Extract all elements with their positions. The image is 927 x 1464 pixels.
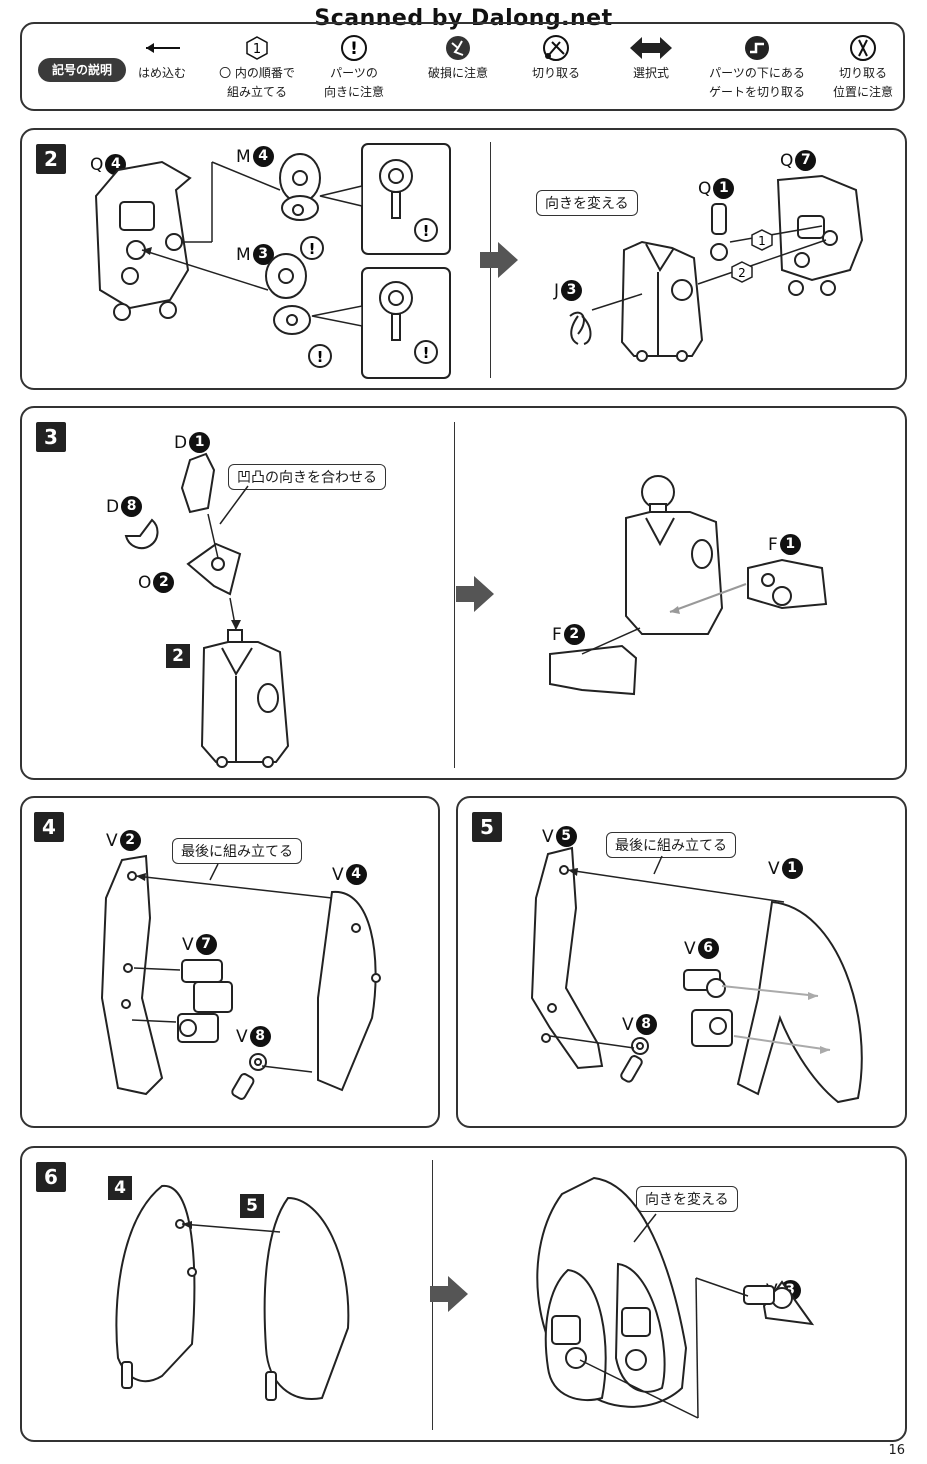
legend-item-order: 1 〇 内の順番で 組み立てる bbox=[202, 32, 312, 102]
hexagon-number-icon: 1 2 bbox=[731, 229, 773, 283]
legend-label: はめ込む bbox=[137, 66, 186, 80]
step-5-illustration bbox=[530, 846, 863, 1104]
legend-label: 選択式 bbox=[632, 66, 669, 80]
hexagon-number-icon: 1 bbox=[246, 36, 268, 60]
step-number: 2 bbox=[36, 144, 66, 174]
legend-label: パーツの 向きに注意 bbox=[323, 66, 384, 99]
legend-label: 切り取る 位置に注意 bbox=[832, 66, 893, 99]
step-reference: 4 bbox=[108, 1176, 132, 1200]
step-number: 4 bbox=[34, 812, 64, 842]
legend-item-breakage: 破損に注意 bbox=[418, 32, 498, 83]
svg-text:!: ! bbox=[350, 39, 358, 59]
flow-arrow-icon bbox=[456, 576, 494, 612]
callout-assemble-last: 最後に組み立てる bbox=[172, 838, 302, 864]
legend-item-cut: 切り取る bbox=[518, 32, 594, 83]
svg-text:1: 1 bbox=[758, 234, 766, 248]
svg-text:1: 1 bbox=[253, 42, 261, 57]
watermark: Scanned by Dalong.net bbox=[314, 6, 613, 31]
legend-item-insert: はめ込む bbox=[130, 32, 194, 83]
legend-label: 切り取る bbox=[531, 66, 580, 80]
symbol-legend: 記号の説明 はめ込む 1 〇 内の順番で 組み立てる ! パーツの 向きに注意 … bbox=[20, 22, 905, 111]
step-number: 6 bbox=[36, 1162, 66, 1192]
legend-item-orientation: ! パーツの 向きに注意 bbox=[314, 32, 394, 102]
callout-change-direction: 向きを変える bbox=[536, 190, 638, 216]
broken-part-icon bbox=[446, 36, 470, 60]
step-reference: 2 bbox=[166, 644, 190, 668]
step-4-illustration bbox=[100, 854, 381, 1100]
double-arrow-icon bbox=[630, 37, 672, 59]
callout-assemble-last: 最後に組み立てる bbox=[606, 832, 736, 858]
flow-arrow-icon bbox=[480, 242, 518, 278]
svg-text:!: ! bbox=[423, 344, 430, 362]
legend-label: 〇 内の順番で 組み立てる bbox=[219, 66, 295, 99]
legend-item-cut-position: 切り取る 位置に注意 bbox=[822, 32, 904, 102]
exclamation-icon: ! bbox=[341, 35, 367, 61]
legend-title: 記号の説明 bbox=[38, 58, 126, 82]
step-reference: 5 bbox=[240, 1194, 264, 1218]
legend-item-select: 選択式 bbox=[618, 32, 684, 83]
step-3-illustration bbox=[124, 452, 828, 768]
step-number: 3 bbox=[36, 422, 66, 452]
cut-icon bbox=[543, 35, 569, 61]
legend-label: 破損に注意 bbox=[427, 66, 488, 80]
step-2-illustration: ! ! ! ! bbox=[94, 143, 864, 379]
step-6-illustration bbox=[115, 1176, 815, 1419]
gate-cut-icon bbox=[745, 36, 769, 60]
page-number: 16 bbox=[888, 1443, 905, 1458]
svg-text:!: ! bbox=[317, 348, 324, 366]
callout-change-direction: 向きを変える bbox=[636, 1186, 738, 1212]
exclamation-icon: ! ! ! ! bbox=[300, 218, 438, 368]
step-6-panel: 6 4 5 V3 向きを変える bbox=[20, 1146, 907, 1442]
legend-item-gate-cut: パーツの下にある ゲートを切り取る bbox=[702, 32, 812, 102]
cut-position-icon bbox=[850, 35, 876, 61]
svg-text:!: ! bbox=[309, 240, 316, 258]
step-number: 5 bbox=[472, 812, 502, 842]
svg-text:2: 2 bbox=[738, 266, 746, 280]
svg-text:!: ! bbox=[423, 222, 430, 240]
insert-arrow-icon bbox=[146, 43, 180, 53]
legend-label: パーツの下にある ゲートを切り取る bbox=[708, 66, 805, 99]
flow-arrow-icon bbox=[430, 1276, 468, 1312]
callout-align-notches: 凹凸の向きを合わせる bbox=[228, 464, 386, 490]
panel-divider bbox=[454, 422, 455, 768]
